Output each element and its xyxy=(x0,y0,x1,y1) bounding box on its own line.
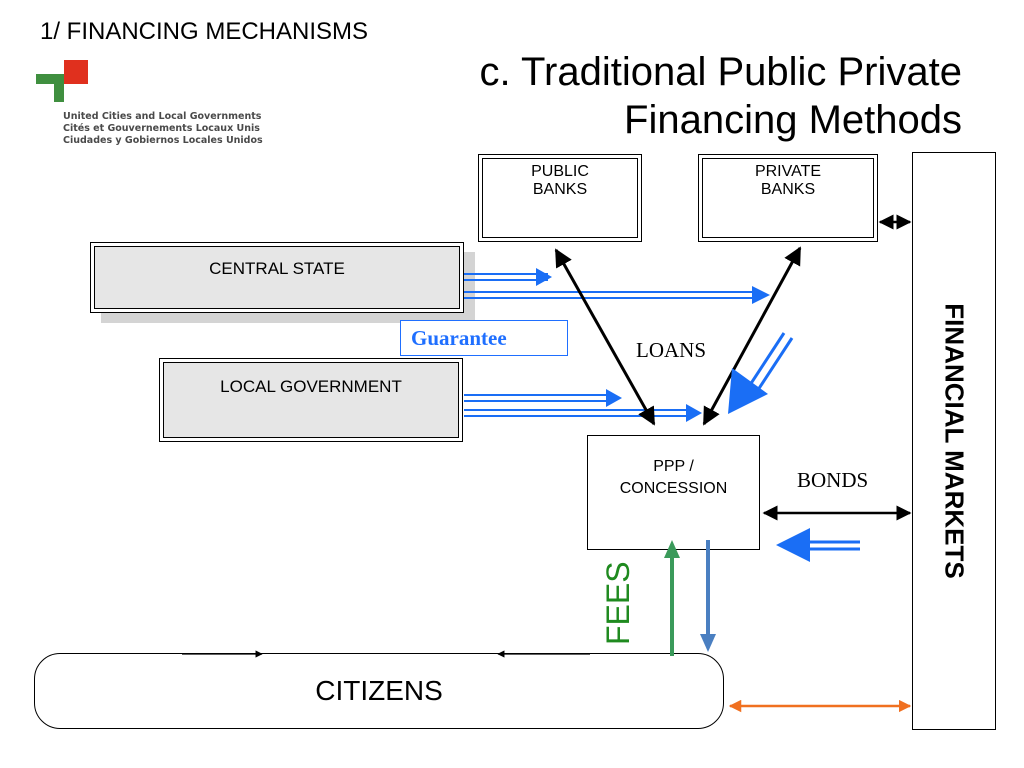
slide-title: c. Traditional Public Private Financing … xyxy=(362,48,962,144)
public-banks-line-1: PUBLIC xyxy=(531,163,589,180)
private-banks-line-2: BANKS xyxy=(760,181,816,198)
logo-line-english: United Cities and Local Governments xyxy=(63,111,262,122)
ppp-line-1: PPP / xyxy=(653,458,694,475)
public-banks-loan-arrow xyxy=(554,248,656,426)
local-government-to-public-banks-arrow xyxy=(464,389,622,407)
ppp-line-2: CONCESSION xyxy=(619,480,728,497)
central-state-label: CENTRAL STATE xyxy=(209,259,345,278)
private-banks-loan-arrow xyxy=(702,246,802,426)
service-to-citizens-arrow xyxy=(700,540,716,652)
private-banks-box: PRIVATE BANKS xyxy=(698,154,878,242)
financial-markets-box: FINANCIAL MARKETS xyxy=(912,152,996,730)
logo-text: United Cities and Local Governments Cité… xyxy=(63,111,263,147)
local-government-to-private-banks-arrow xyxy=(464,404,702,422)
central-state-box: CENTRAL STATE xyxy=(90,242,464,313)
bonds-label: BONDS xyxy=(797,468,869,492)
citizens-box: CITIZENS xyxy=(34,653,724,729)
guarantee-label: Guarantee xyxy=(400,320,568,356)
uclg-logo-icon xyxy=(36,60,88,102)
ppp-concession-box: PPP / CONCESSION xyxy=(587,435,760,550)
title-line-1: c. Traditional Public Private xyxy=(479,50,962,94)
central-state-to-public-banks-arrow xyxy=(464,268,552,286)
public-banks-box: PUBLIC BANKS xyxy=(478,154,642,242)
logo-line-french: Cités et Gouvernements Locaux Unis xyxy=(63,123,260,134)
local-government-box: LOCAL GOVERNMENT xyxy=(159,358,463,442)
local-government-label: LOCAL GOVERNMENT xyxy=(220,377,402,396)
private-banks-line-1: PRIVATE xyxy=(754,163,822,180)
fees-arrow xyxy=(664,540,680,656)
citizens-label: CITIZENS xyxy=(315,675,443,706)
logo-line-spanish: Ciudades y Gobiernos Locales Unidos xyxy=(63,135,263,146)
title-line-2: Financing Methods xyxy=(624,98,962,142)
section-header: 1/ FINANCING MECHANISMS xyxy=(40,18,369,45)
central-state-to-private-banks-arrow xyxy=(464,286,770,304)
markets-to-ppp-bond-flow-arrow xyxy=(776,528,860,562)
public-banks-line-2: BANKS xyxy=(532,181,588,198)
markets-to-ppp-flow-arrow xyxy=(728,332,794,414)
